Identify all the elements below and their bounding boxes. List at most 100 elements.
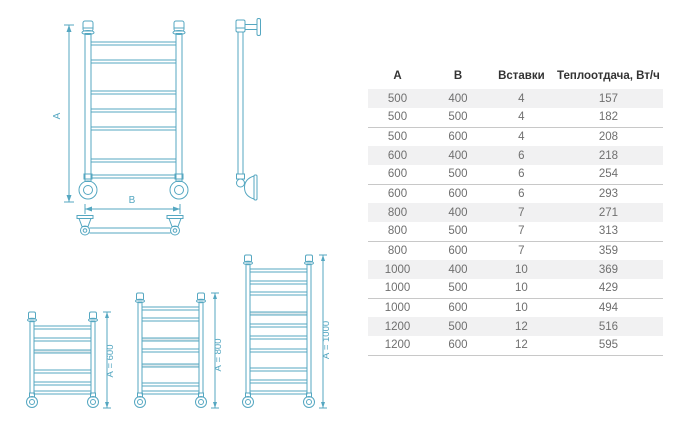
table-cell: 10: [488, 279, 554, 299]
dimension-b: В: [84, 195, 181, 214]
table-cell: 400: [427, 89, 489, 108]
variant-800-drawing: А = 800: [134, 292, 224, 409]
table-cell: 600: [448, 244, 468, 257]
table-cell: 500: [427, 279, 489, 299]
column-header: А: [393, 70, 402, 82]
table-cell: 600: [448, 130, 468, 143]
towel-rail-diagram: А В: [26, 18, 332, 409]
column-header: Теплоотдача, Вт/ч: [557, 70, 660, 82]
table-cell: 254: [553, 165, 663, 185]
technical-drawings: А В: [26, 18, 332, 409]
table-cell: 600: [368, 146, 427, 165]
table-cell: 157: [553, 89, 663, 108]
table-cell: 800: [387, 244, 408, 257]
table-cell: 1200: [368, 336, 427, 356]
wall-foot-icon: [78, 173, 98, 200]
dimension-b-label: В: [129, 195, 136, 206]
dimension-a-label: А: [52, 112, 63, 119]
table-cell: 7: [488, 222, 554, 242]
table-cell: 400: [427, 260, 489, 279]
table-cell: 4: [488, 108, 554, 128]
variant-1000-label: А = 1000: [321, 321, 332, 359]
table-cell: 7: [488, 203, 554, 222]
table-cell: 429: [553, 279, 663, 299]
table-cell: 4: [488, 89, 554, 108]
table-cell: 1000: [368, 279, 427, 299]
table-cell: 500: [427, 222, 489, 242]
table-cell: 1000: [384, 301, 411, 314]
table-cell: 12: [488, 336, 554, 356]
table-cell: 10: [488, 260, 554, 279]
table-cell: 800: [368, 222, 427, 242]
table-cell: 7: [518, 244, 525, 257]
top-view-drawing: [76, 215, 184, 236]
front-view-drawing: [78, 20, 189, 200]
table-cell: 400: [427, 146, 489, 165]
table-cell: 600: [448, 301, 468, 314]
column-header: Вставки: [498, 70, 545, 82]
table-row: 600 600 6 293: [368, 184, 663, 203]
table-header-row: А В Вставки Теплоотдача, Вт/ч: [368, 63, 663, 89]
table-cell: 218: [553, 146, 663, 165]
variant-600-drawing: А = 600: [26, 311, 116, 409]
dimension-a: А: [52, 24, 74, 203]
table-cell: 600: [368, 165, 427, 185]
wall-foot-icon: [169, 173, 189, 200]
table-cell: 6: [488, 146, 554, 165]
table-row: 500 600 4 208: [368, 127, 663, 146]
table-cell: 12: [488, 317, 554, 336]
table-cell: 500: [368, 108, 427, 128]
table-cell: 516: [553, 317, 663, 336]
table-cell: 500: [368, 89, 427, 108]
column-header: В: [453, 70, 463, 82]
table-cell: 595: [553, 336, 663, 356]
variant-1000-drawing: А = 1000: [242, 254, 332, 409]
table-cell: 500: [427, 317, 489, 336]
table-cell: 800: [368, 203, 427, 222]
table-cell: 494: [598, 301, 618, 314]
table-cell: 369: [553, 260, 663, 279]
table-row: 1000 600 10 494: [368, 298, 663, 317]
side-view-drawing: [235, 18, 261, 201]
table-cell: 500: [387, 130, 408, 143]
wall-bracket-icon: [166, 215, 184, 236]
wall-bracket-icon: [76, 215, 94, 236]
variant-600-label: А = 600: [105, 344, 116, 377]
table-cell: 4: [518, 130, 525, 143]
table-cell: 600: [387, 187, 408, 200]
table-cell: 10: [514, 301, 528, 314]
table-cell: 1000: [368, 260, 427, 279]
table-cell: 500: [427, 108, 489, 128]
table-cell: 6: [518, 187, 525, 200]
table-cell: 400: [427, 203, 489, 222]
table-cell: 600: [427, 336, 489, 356]
table-cell: 500: [427, 165, 489, 185]
table-cell: 182: [553, 108, 663, 128]
table-cell: 600: [448, 187, 468, 200]
table-cell: 293: [598, 187, 618, 200]
wall-bell-mount-icon: [243, 174, 258, 201]
table-cell: 1200: [368, 317, 427, 336]
wall-plate-icon: [256, 18, 261, 36]
post-cap-icon: [81, 20, 95, 35]
post-cap-icon: [172, 20, 186, 35]
table-cell: 359: [598, 244, 618, 257]
table-cell: 313: [553, 222, 663, 242]
variant-800-label: А = 800: [213, 338, 224, 371]
bar-end-icon: [236, 178, 245, 188]
table-cell: 208: [598, 130, 618, 143]
table-cell: 271: [553, 203, 663, 222]
